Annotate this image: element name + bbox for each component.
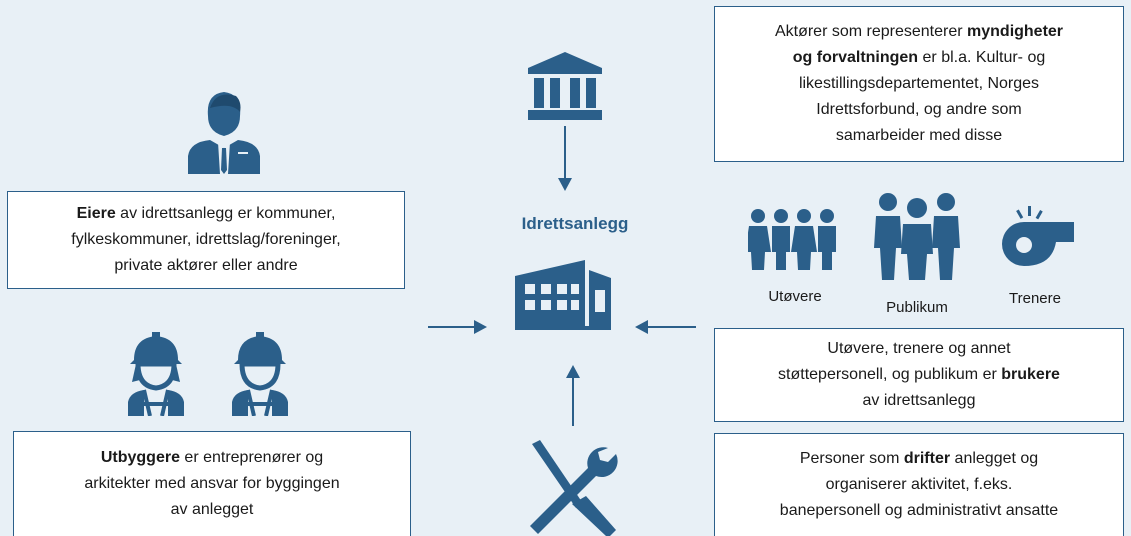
- builder-woman-icon: [124, 330, 188, 416]
- authorities-box: Aktører som representerer myndigheter og…: [714, 6, 1124, 162]
- arrow-right-icon: [428, 320, 487, 334]
- builders-text-2: arkitekter med ansvar for byggingen: [84, 475, 340, 492]
- operators-box: Personer som drifter anlegget og organis…: [714, 433, 1124, 536]
- tools-icon: [522, 440, 622, 536]
- authorities-text-4: Idrettsforbund, og andre som: [816, 101, 1022, 118]
- government-building-icon: [528, 52, 602, 120]
- builders-text-3: av anlegget: [170, 501, 254, 518]
- operators-text-3: banepersonell og administrativt ansatte: [779, 502, 1059, 519]
- label-coaches: Trenere: [1009, 290, 1061, 307]
- authorities-text-5: samarbeider med disse: [835, 127, 1003, 144]
- center-title: Idrettsanlegg: [521, 214, 629, 233]
- users-text-2: støttepersonell, og publikum er: [778, 366, 1002, 383]
- label-athletes: Utøvere: [768, 288, 822, 305]
- builders-box: Utbyggere er entreprenører og arkitekter…: [13, 431, 411, 536]
- users-bold: brukere: [1001, 366, 1060, 383]
- authorities-text-2: er bl.a. Kultur- og: [918, 49, 1046, 66]
- operators-text-1b: anlegget og: [950, 450, 1039, 467]
- athletes-group-icon: [748, 208, 838, 270]
- builder-man-icon: [228, 330, 292, 416]
- whistle-icon: [994, 206, 1076, 268]
- owners-box: Eiere av idrettsanlegg er kommuner, fylk…: [7, 191, 405, 289]
- audience-group-icon: [872, 192, 962, 280]
- businessman-icon: [186, 86, 262, 174]
- arrow-up-icon: [566, 365, 580, 426]
- arrow-left-icon: [635, 320, 696, 334]
- authorities-bold-1: myndigheter: [967, 23, 1064, 40]
- owners-bold: Eiere: [76, 205, 116, 222]
- owners-text-1: av idrettsanlegg er kommuner,: [115, 205, 336, 222]
- operators-text-2: organiserer aktivitet, f.eks.: [825, 476, 1013, 493]
- owners-text-2: fylkeskommuner, idrettslag/foreninger,: [71, 231, 341, 248]
- builders-text-1: er entreprenører og: [179, 449, 324, 466]
- owners-text-3: private aktører eller andre: [114, 257, 298, 274]
- builders-bold: Utbyggere: [100, 449, 180, 466]
- label-audience: Publikum: [886, 299, 948, 316]
- authorities-bold-2: og forvaltningen: [792, 49, 919, 66]
- users-text-3: av idrettsanlegg: [862, 392, 976, 409]
- authorities-text-1: Aktører som representerer: [774, 23, 968, 40]
- users-box: Utøvere, trenere og annet støttepersonel…: [714, 328, 1124, 422]
- operators-text-1: Personer som: [799, 450, 904, 467]
- authorities-text-3: likestillingsdepartementet, Norges: [798, 75, 1040, 92]
- arrow-down-icon: [558, 126, 572, 191]
- sports-facility-icon: [515, 256, 611, 330]
- users-text-1: Utøvere, trenere og annet: [827, 340, 1011, 357]
- operators-bold: drifter: [903, 450, 951, 467]
